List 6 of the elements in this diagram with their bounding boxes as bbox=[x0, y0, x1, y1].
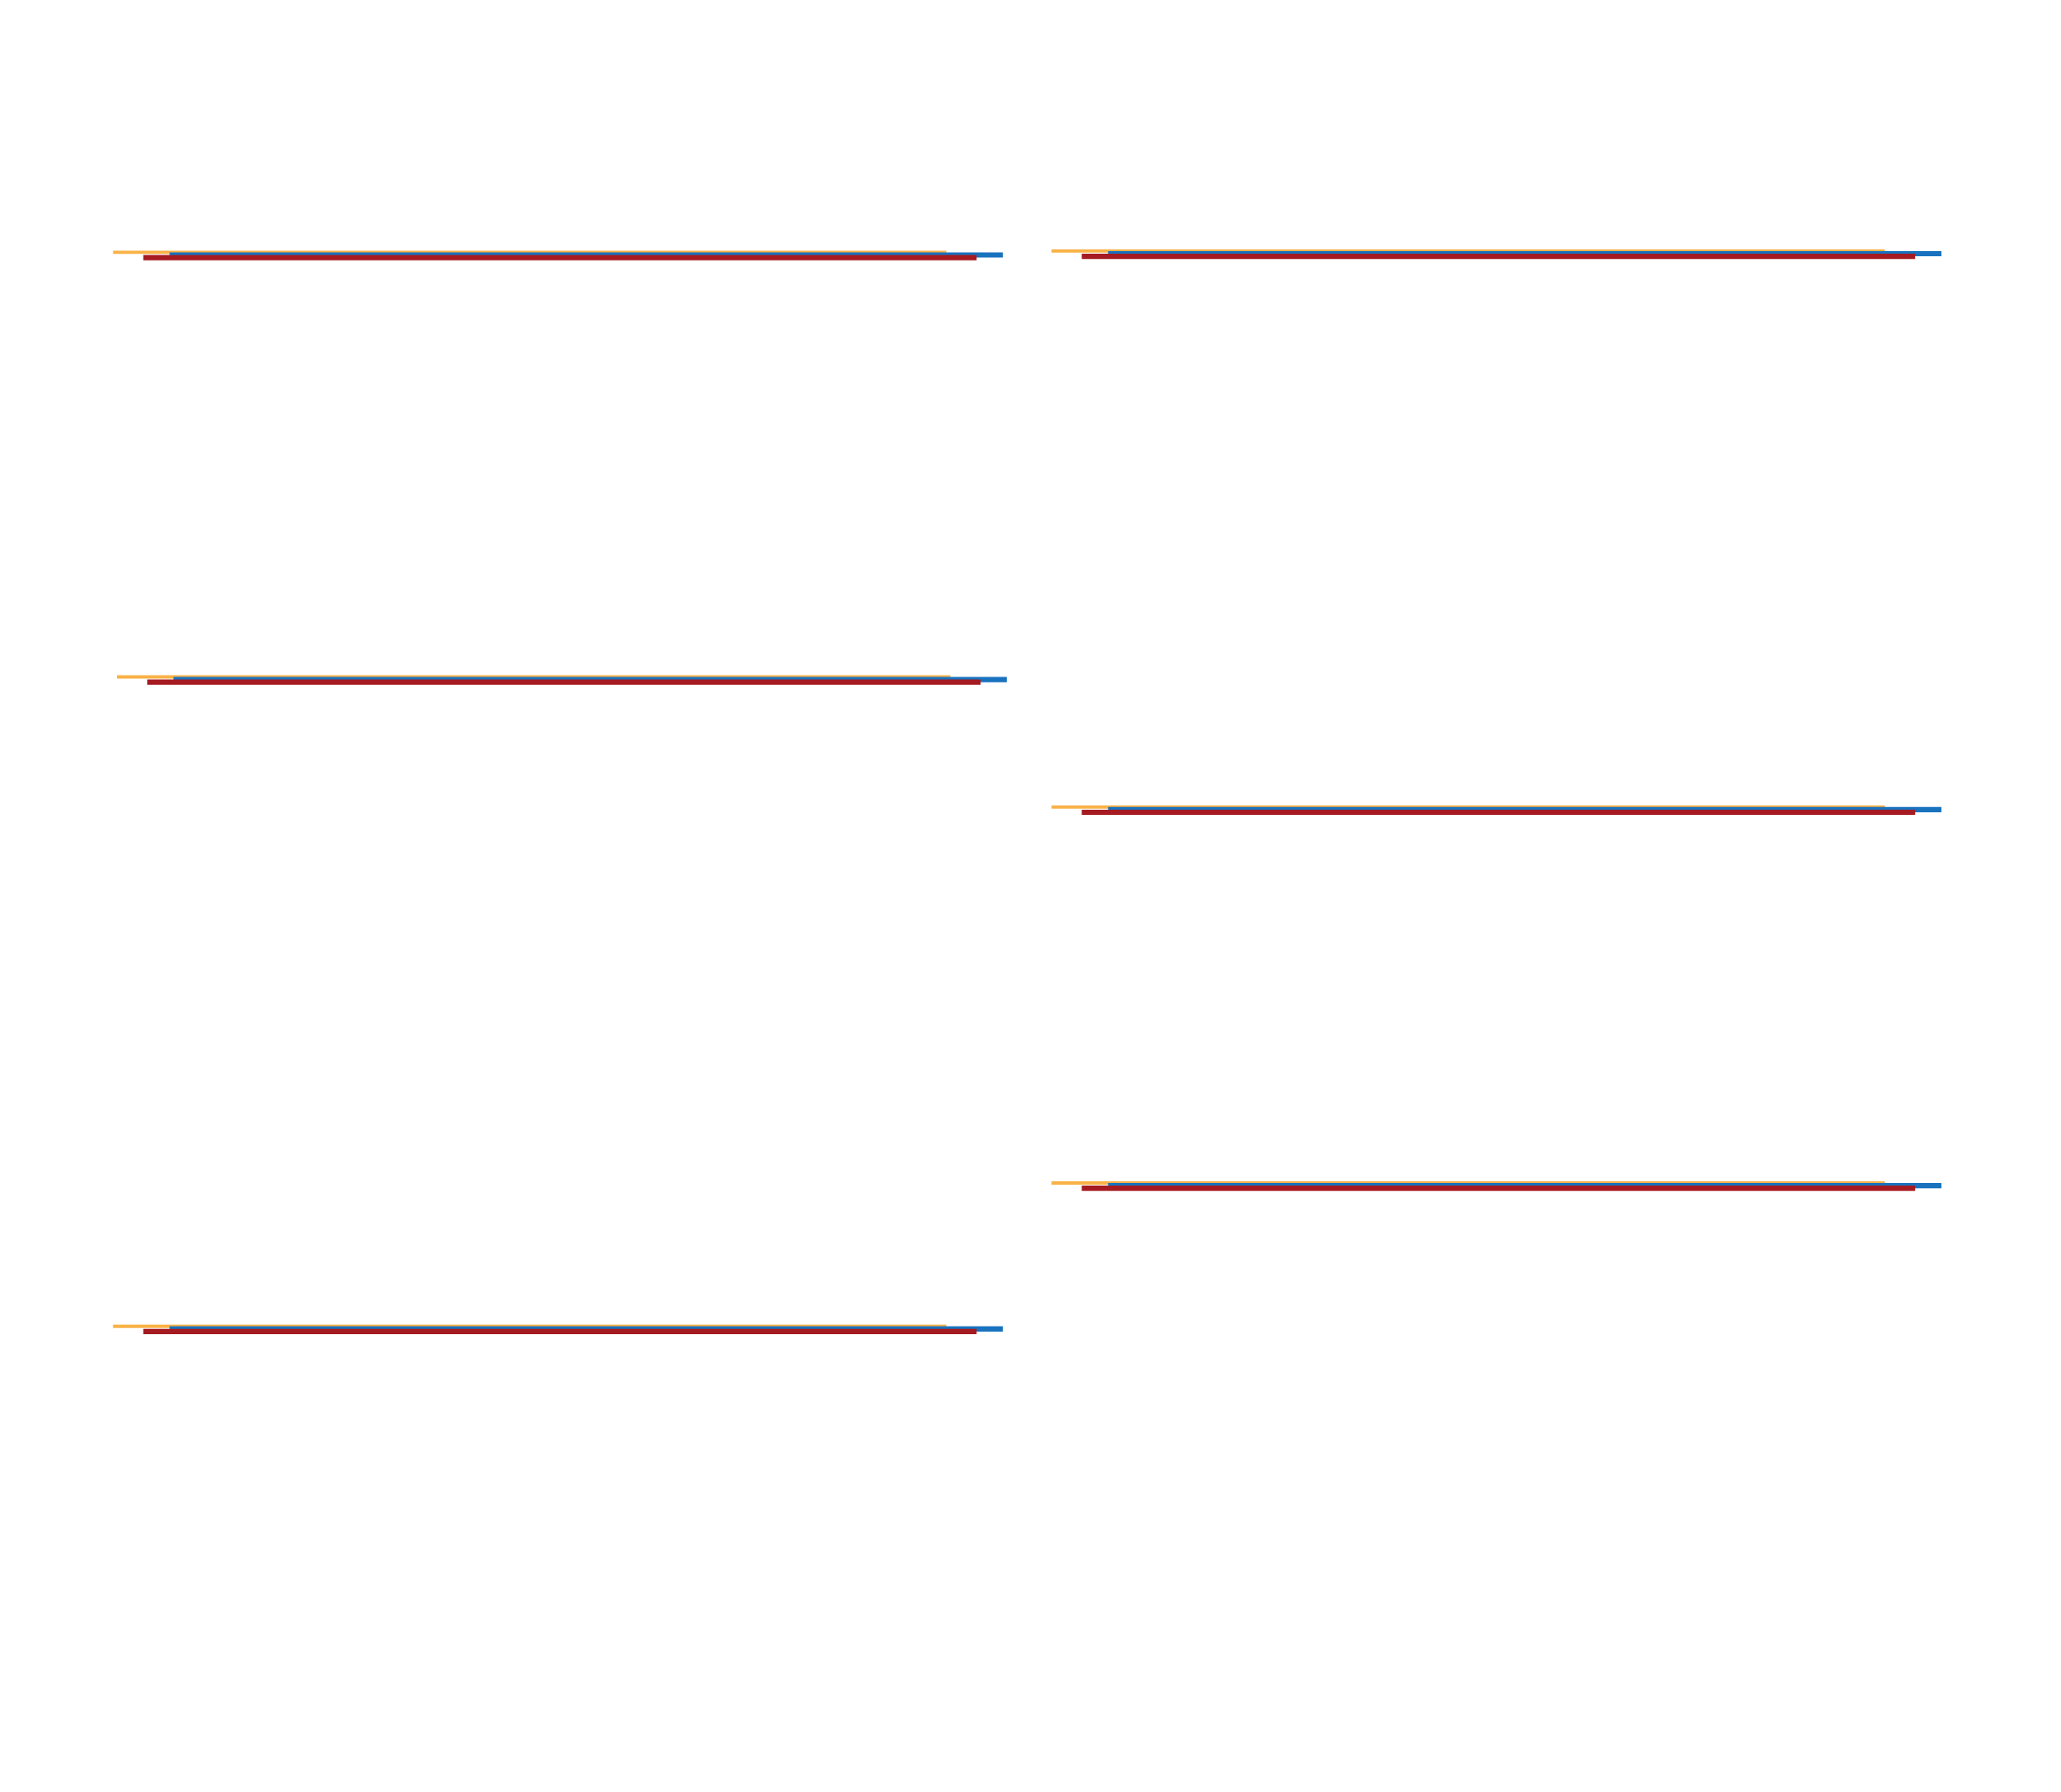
bar bbox=[143, 1328, 977, 1334]
bar bbox=[1081, 809, 1916, 816]
bar bbox=[143, 255, 977, 261]
bar bbox=[1081, 254, 1916, 260]
bar bbox=[1081, 1186, 1916, 1192]
bar bbox=[147, 679, 981, 685]
